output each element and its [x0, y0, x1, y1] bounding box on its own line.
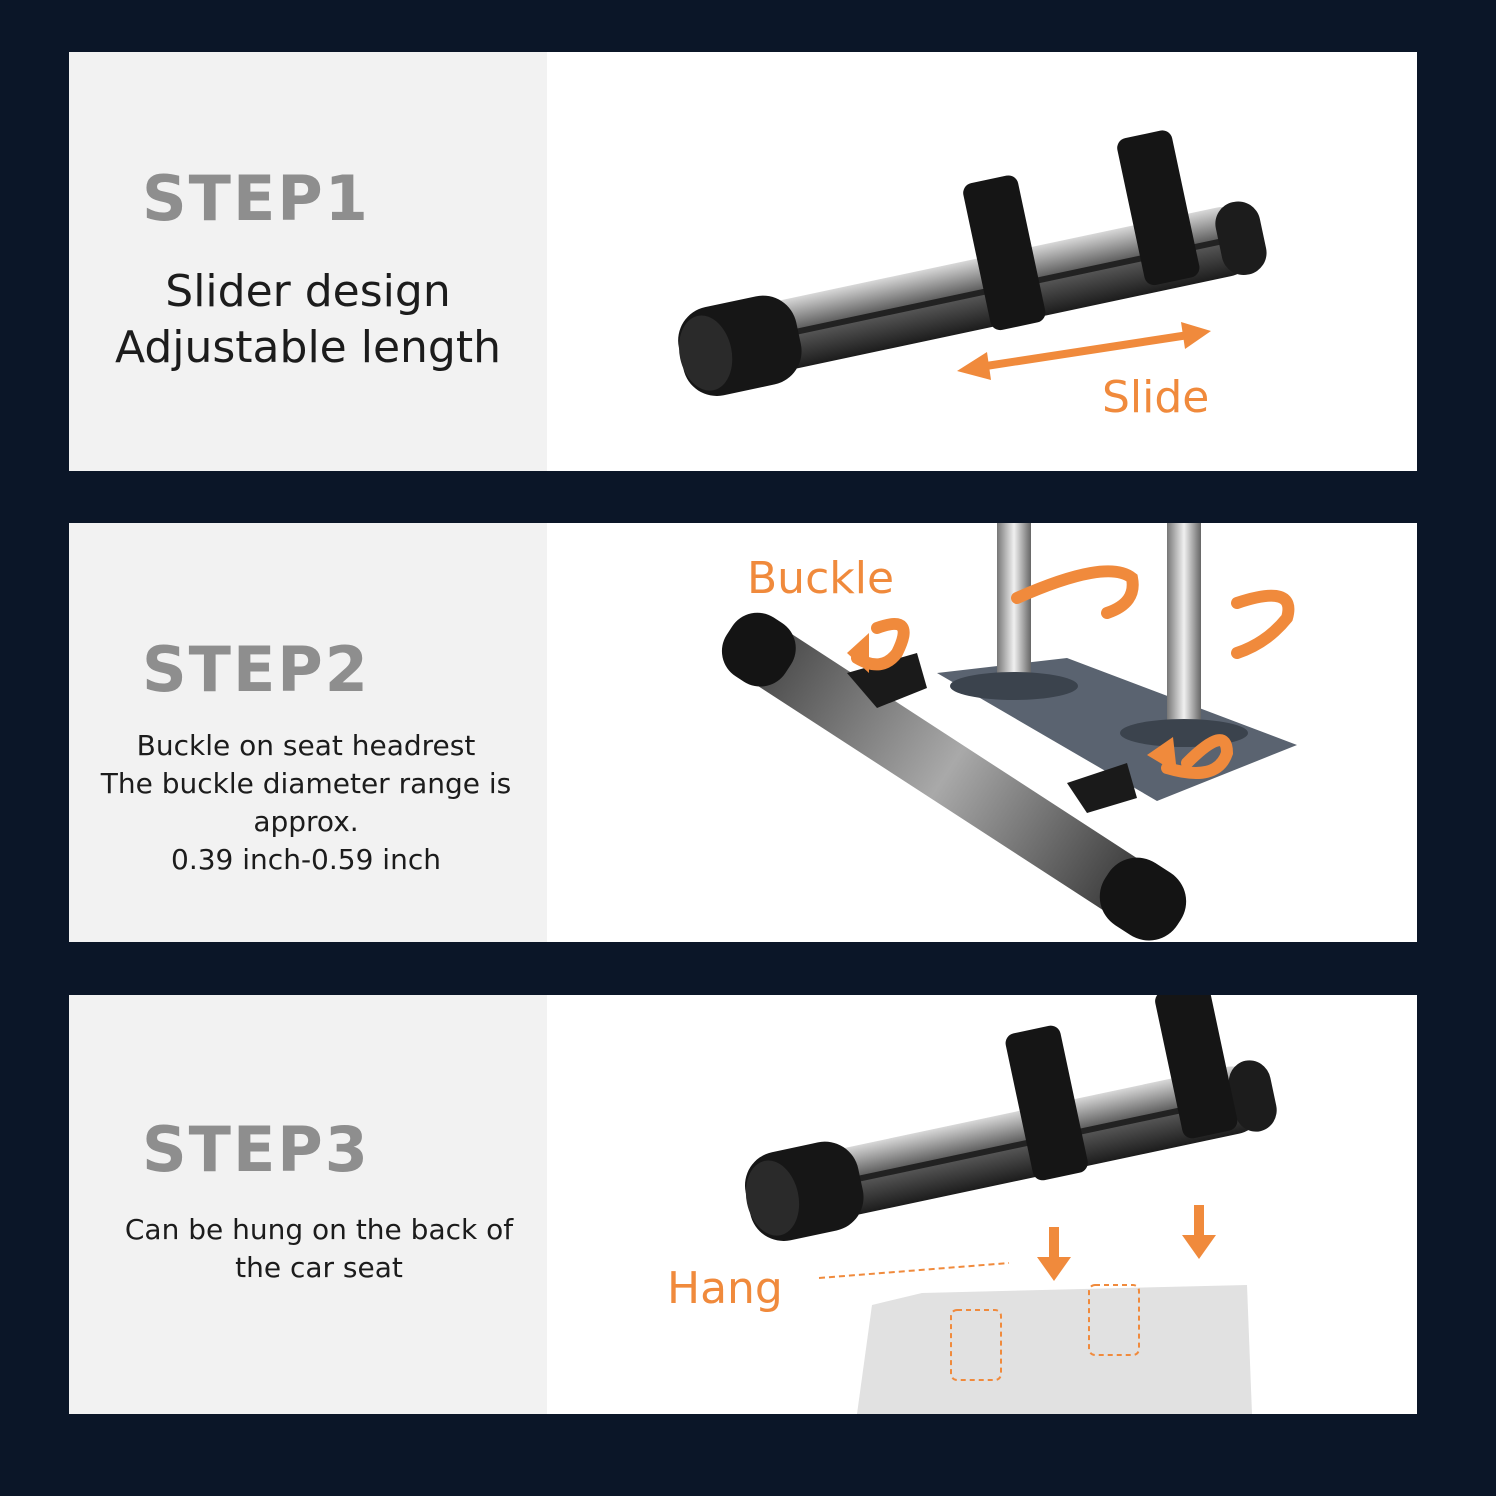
step1-illustration: Slide: [547, 52, 1417, 471]
step2-text-area: STEP2 Buckle on seat headrest The buckle…: [69, 523, 547, 942]
step3-desc-line-1: Can be hung on the back of: [124, 1213, 514, 1246]
step3-illustration: Hang: [547, 995, 1417, 1414]
step1-description: Slider design Adjustable length: [69, 264, 547, 376]
step3-text-area: STEP3 Can be hung on the back of the car…: [69, 995, 547, 1414]
step2-illustration: Buckle: [547, 523, 1417, 942]
rotate-arrow-icon: [851, 565, 1295, 779]
step1-panel: STEP1 Slider design Adjustable length: [69, 52, 1417, 471]
hang-holder-image: [744, 995, 1277, 1414]
down-arrow-icon: [1037, 1205, 1216, 1281]
step2-description: Buckle on seat headrest The buckle diame…: [81, 727, 531, 879]
step2-desc-line-4: 0.39 inch-0.59 inch: [171, 843, 441, 876]
headrest-buckle-image: [721, 523, 1297, 941]
step3-description: Can be hung on the back of the car seat: [99, 1211, 539, 1287]
buckle-label: Buckle: [747, 553, 895, 604]
slide-arrow-icon: [957, 322, 1211, 380]
hang-label: Hang: [667, 1263, 783, 1314]
step3-panel: STEP3 Can be hung on the back of the car…: [69, 995, 1417, 1414]
step2-title: STEP2: [142, 633, 370, 706]
slider-holder-image: [678, 130, 1267, 396]
step2-desc-line-1: Buckle on seat headrest: [136, 729, 476, 762]
slide-label: Slide: [1102, 372, 1210, 423]
step2-desc-line-3: approx.: [253, 805, 359, 838]
step2-desc-line-2: The buckle diameter range is: [100, 767, 512, 800]
step3-desc-line-2: the car seat: [235, 1251, 403, 1284]
step2-panel: STEP2 Buckle on seat headrest The buckle…: [69, 523, 1417, 942]
step1-desc-line-1: Slider design: [165, 266, 451, 317]
step1-desc-line-2: Adjustable length: [115, 322, 501, 373]
step1-title: STEP1: [142, 162, 370, 235]
step1-text-area: STEP1 Slider design Adjustable length: [69, 52, 547, 471]
step3-title: STEP3: [142, 1113, 370, 1186]
